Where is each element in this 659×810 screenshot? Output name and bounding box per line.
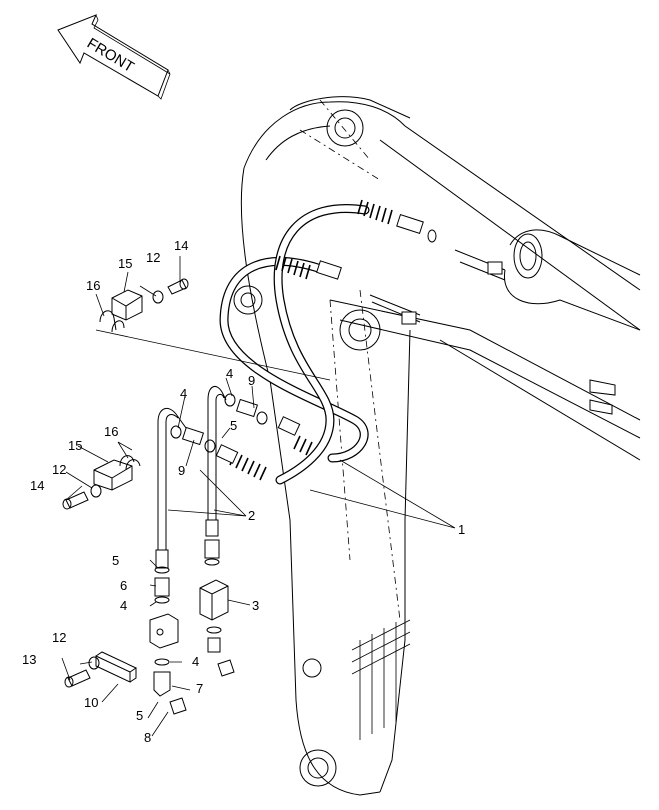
upper-clamp-assembly	[95, 278, 331, 381]
callout-4-d: 4	[192, 654, 199, 669]
callout-13: 13	[22, 652, 36, 667]
callout-4-b: 4	[226, 366, 233, 381]
callout-15-a: 15	[118, 256, 132, 271]
callout-15-b: 15	[68, 438, 82, 453]
callout-4-a: 4	[180, 386, 187, 401]
callout-labels: 1 2 3 4 4 4 4 5 5 5 6 7 8 9 9 10 12 12 1…	[22, 238, 465, 745]
callout-12-a: 12	[146, 250, 160, 265]
callout-2: 2	[248, 508, 255, 523]
front-arrow: FRONT	[57, 14, 171, 100]
callout-5-b: 5	[112, 553, 119, 568]
callout-16-b: 16	[104, 424, 118, 439]
callout-7: 7	[196, 681, 203, 696]
callout-14-a: 14	[174, 238, 188, 253]
callout-3: 3	[252, 598, 259, 613]
callout-10: 10	[84, 695, 98, 710]
callout-12-b: 12	[52, 462, 66, 477]
callout-8: 8	[144, 730, 151, 745]
leader-lines	[61, 256, 456, 737]
callout-5-c: 5	[136, 708, 143, 723]
callout-4-c: 4	[120, 598, 127, 613]
boom-structure	[233, 96, 641, 796]
callout-9-b: 9	[178, 463, 185, 478]
pipe-assembly	[64, 385, 268, 715]
callout-16-a: 16	[86, 278, 100, 293]
callout-14-b: 14	[30, 478, 44, 493]
callout-9-a: 9	[248, 373, 255, 388]
callout-6: 6	[120, 578, 127, 593]
callout-12-c: 12	[52, 630, 66, 645]
hoses-part-1	[215, 199, 437, 485]
lower-clamp-assembly	[62, 455, 141, 510]
callout-1: 1	[458, 522, 465, 537]
front-label: FRONT	[84, 35, 137, 76]
callout-5-a: 5	[230, 418, 237, 433]
